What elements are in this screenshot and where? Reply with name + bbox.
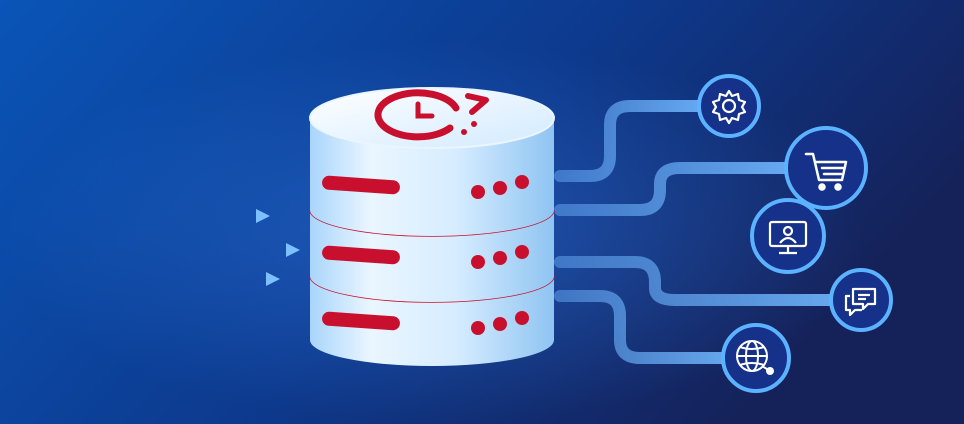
clock-refresh-icon bbox=[374, 89, 489, 141]
arrow-3 bbox=[30, 272, 280, 286]
database-tier-2 bbox=[309, 209, 555, 302]
database-tier-1 bbox=[309, 87, 555, 236]
chat-badge bbox=[829, 268, 893, 332]
database-cylinder bbox=[309, 87, 555, 366]
monitor-user-icon bbox=[768, 220, 808, 255]
globe-network-icon bbox=[736, 340, 774, 375]
globe-badge bbox=[721, 323, 791, 393]
monitor-badge bbox=[750, 198, 826, 274]
gear-badge bbox=[697, 74, 761, 138]
incoming-arrows bbox=[30, 209, 300, 286]
arrow-2 bbox=[30, 243, 300, 257]
gear-icon bbox=[711, 89, 747, 125]
arrow-1 bbox=[30, 209, 270, 223]
outgoing-connectors bbox=[554, 100, 838, 364]
shopping-cart-icon bbox=[804, 152, 848, 191]
incoming-data-lines bbox=[7, 149, 333, 325]
chat-icon bbox=[844, 287, 877, 317]
cart-badge bbox=[784, 126, 868, 210]
